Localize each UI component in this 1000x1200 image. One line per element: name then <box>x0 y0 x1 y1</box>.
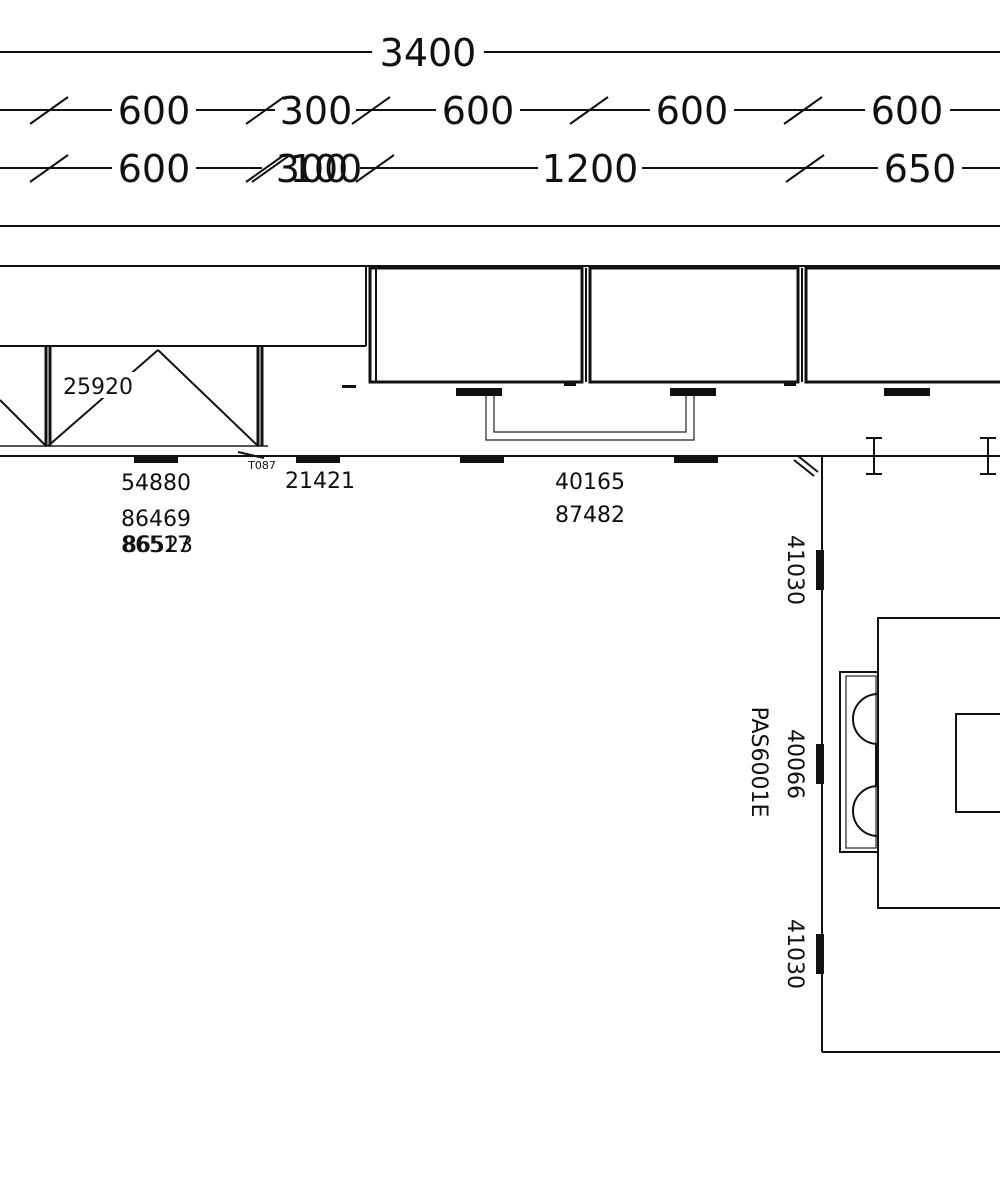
sink-outline <box>485 396 695 441</box>
code-corner-unit: 25920 <box>63 375 133 400</box>
burner-icon <box>852 693 879 745</box>
dimension-row2-600: 600 <box>118 147 191 191</box>
hob-unit <box>839 617 1000 909</box>
burner-icon <box>852 785 879 837</box>
base-plinth-markers <box>134 451 718 463</box>
code-86523: 86523 <box>123 533 193 558</box>
code-21421: 21421 <box>285 469 355 494</box>
dimension-row2-100: 100 <box>290 147 363 191</box>
dimension-tick <box>245 154 285 183</box>
dimension-row1-600-c: 600 <box>656 89 729 133</box>
cabinet-handle <box>670 388 716 396</box>
dimension-tick <box>251 154 291 183</box>
dimension-tick <box>355 154 395 183</box>
cabinet-handle <box>456 388 502 396</box>
dimension-row2-650: 650 <box>884 147 957 191</box>
dimension-row2-1200: 1200 <box>542 147 639 191</box>
dimension-row1-300: 300 <box>280 89 353 133</box>
code-54880: 54880 <box>121 471 191 496</box>
dimension-tick <box>29 96 69 125</box>
dimension-line-overall: 3400 <box>0 31 1000 75</box>
code-87482: 87482 <box>555 503 625 528</box>
dimension-tick <box>351 96 391 125</box>
i-marker <box>980 437 996 475</box>
code-right-top: 41030 <box>782 535 807 605</box>
code-right-mid: 40066 <box>782 729 807 799</box>
dimension-tick <box>245 96 285 125</box>
dimension-tick <box>785 154 825 183</box>
dimension-overall-3400: 3400 <box>380 31 477 75</box>
dimension-chain-row-1: 600 300 600 600 600 <box>0 89 1000 133</box>
code-appliance: PAS6001E <box>746 707 771 818</box>
code-40165: 40165 <box>555 470 625 495</box>
cabinet-handle <box>884 388 930 396</box>
dimension-row1-600-a: 600 <box>118 89 191 133</box>
dimension-row1-600-d: 600 <box>871 89 944 133</box>
i-marker <box>866 437 882 475</box>
right-run <box>793 437 1000 1053</box>
corner-unit: 25920 <box>0 346 264 447</box>
code-86517: 86517 <box>121 533 191 558</box>
code-small-label: T087 <box>247 459 276 472</box>
code-86469: 86469 <box>121 507 191 532</box>
dimension-tick <box>569 96 609 125</box>
dimension-tick <box>29 154 69 183</box>
dimension-row1-600-b: 600 <box>442 89 515 133</box>
dimension-tick <box>783 96 823 125</box>
dimension-row2-300: 300 <box>276 147 349 191</box>
dimension-chain-row-2: 600 300 100 1200 650 <box>0 147 1000 191</box>
wall-cabinet-run <box>0 266 1000 396</box>
code-right-bottom: 41030 <box>782 919 807 989</box>
